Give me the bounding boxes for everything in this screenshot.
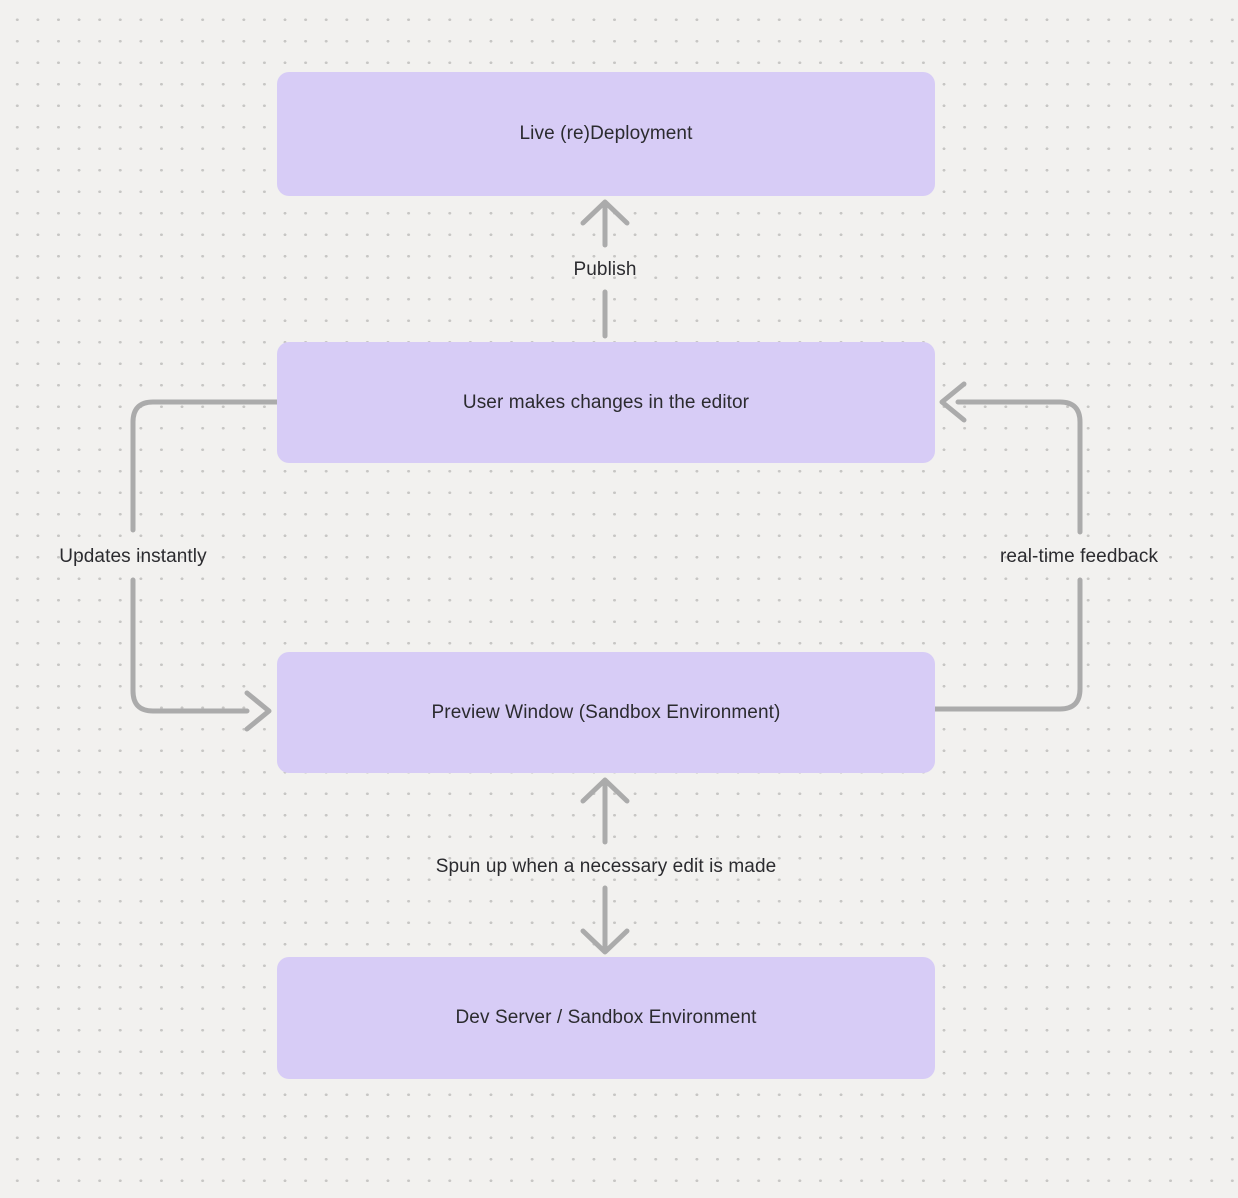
node-dev-server-label: Dev Server / Sandbox Environment: [455, 1007, 757, 1028]
arrow-up-icon: [580, 777, 630, 804]
edge-label-real-time-feedback: real-time feedback: [999, 546, 1159, 567]
updates-arrow-segment-top: [130, 399, 280, 533]
arrow-down-icon: [580, 928, 630, 955]
node-editor-changes: User makes changes in the editor: [277, 342, 935, 463]
node-live-deployment-label: Live (re)Deployment: [519, 123, 693, 144]
arrow-left-icon: [939, 381, 967, 423]
node-preview-window-label: Preview Window (Sandbox Environment): [431, 701, 781, 723]
node-dev-server: Dev Server / Sandbox Environment: [277, 957, 935, 1079]
edge-label-updates-instantly: Updates instantly: [59, 546, 207, 567]
node-editor-changes-label: User makes changes in the editor: [462, 391, 750, 413]
feedback-arrow-segment-top: [955, 399, 1083, 535]
edge-label-spun-up: Spun up when a necessary edit is made: [435, 856, 777, 877]
feedback-arrow-segment-bottom: [932, 577, 1083, 712]
edge-label-publish: Publish: [573, 259, 637, 280]
updates-arrow-segment-bottom: [130, 577, 250, 714]
node-preview-window: Preview Window (Sandbox Environment): [277, 652, 935, 773]
arrow-right-icon: [244, 690, 272, 732]
arrow-up-icon: [580, 199, 630, 226]
node-live-deployment: Live (re)Deployment: [277, 72, 935, 196]
